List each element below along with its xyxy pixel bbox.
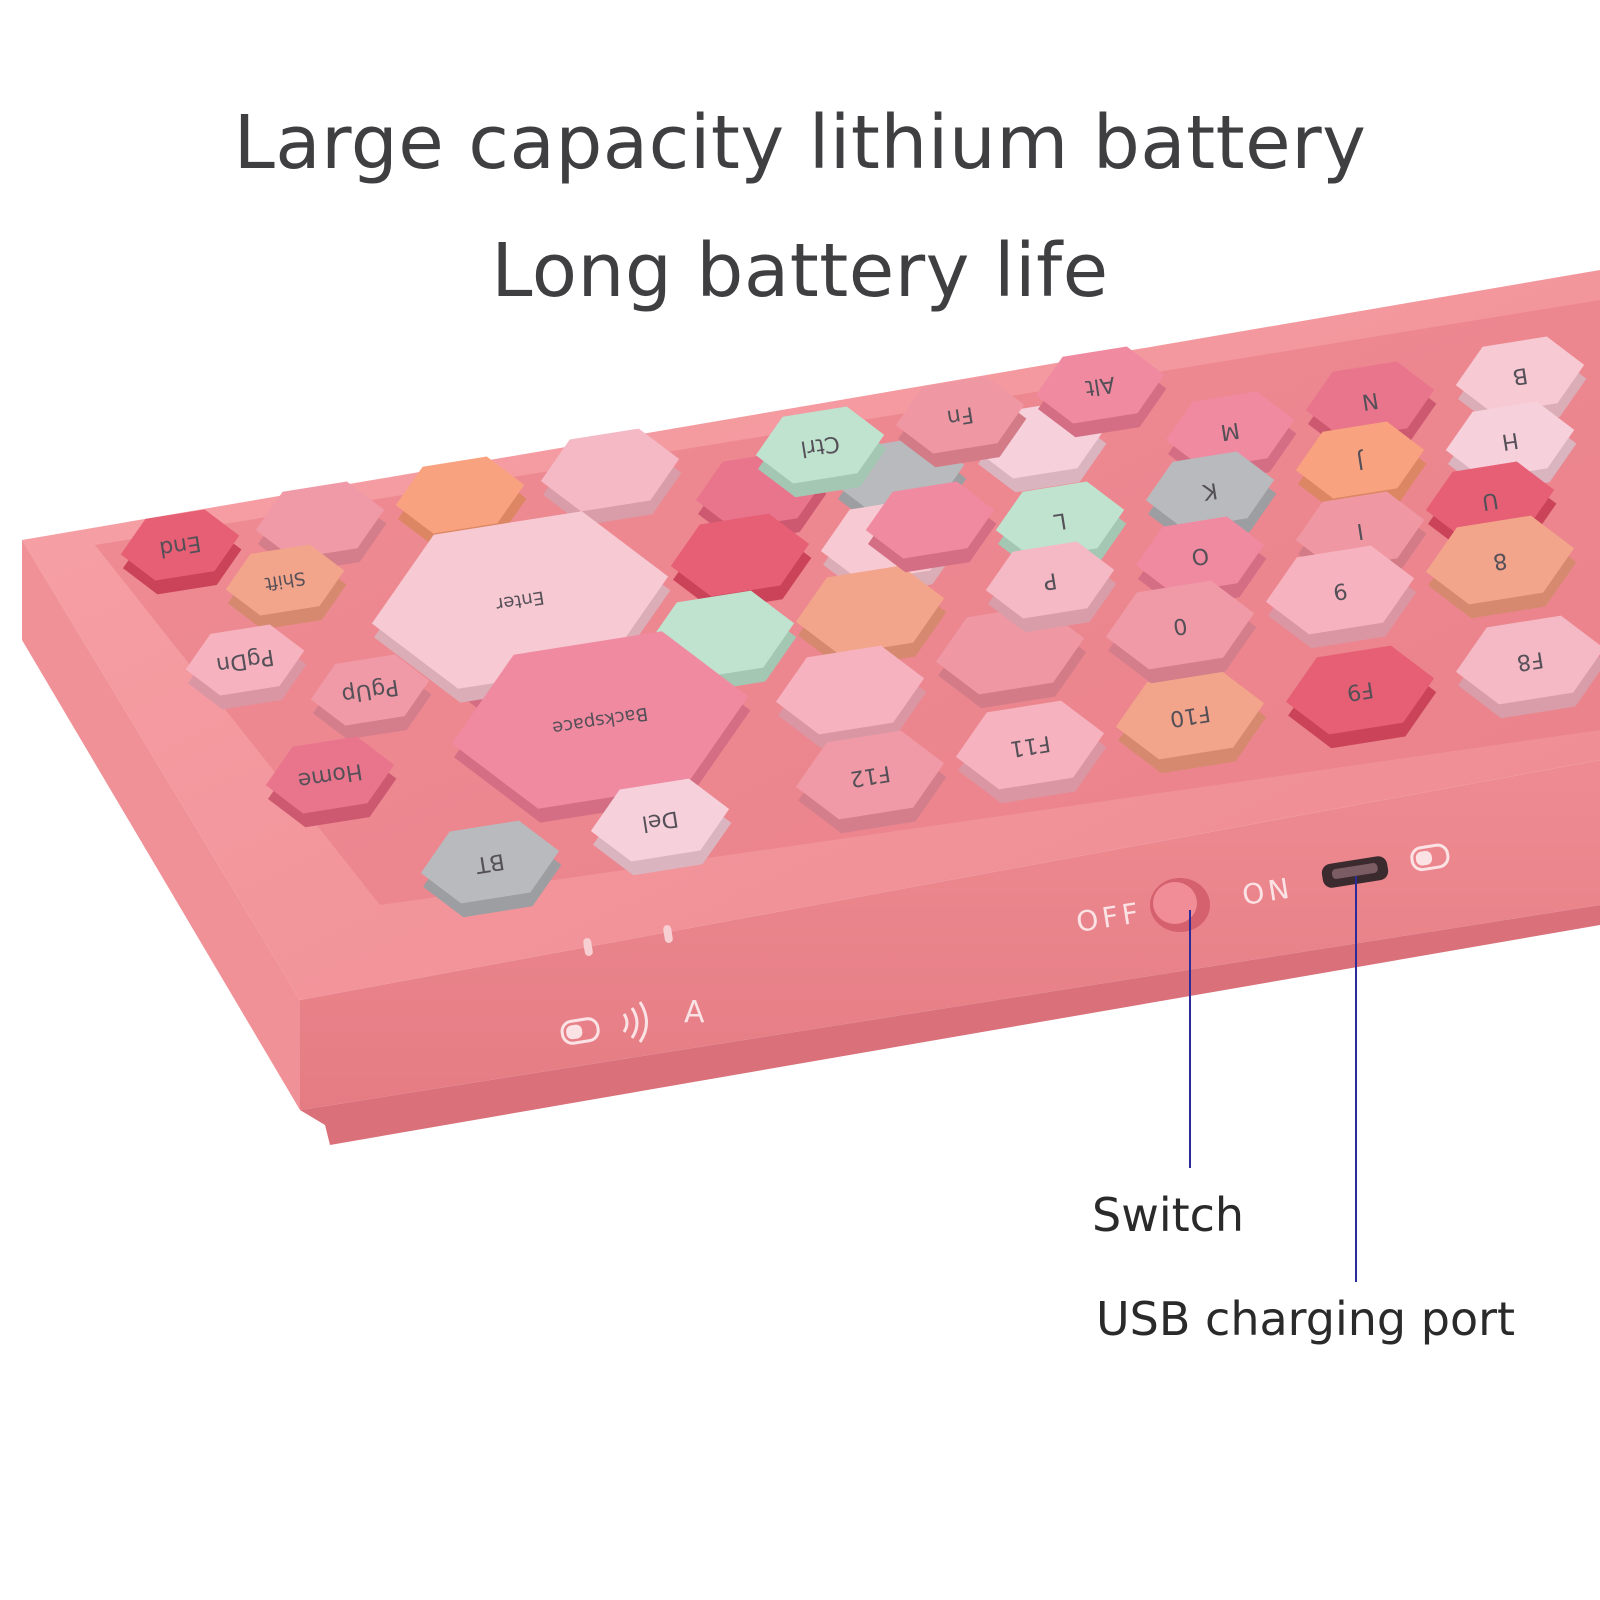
keycap-b[interactable]: B: [1451, 331, 1592, 432]
keycap-home[interactable]: Home: [261, 731, 402, 832]
keycap-backspace[interactable]: Backspace: [440, 619, 763, 834]
keycap-label: Alt: [1083, 371, 1117, 400]
keycap-f10[interactable]: F10: [1110, 665, 1273, 779]
keyboard-front-face: [300, 760, 1600, 1110]
keycap-ctrl[interactable]: Ctrl: [751, 401, 892, 502]
keycap-label: H: [1500, 427, 1520, 454]
keycap-label: F8: [1515, 646, 1545, 675]
keycap-f12[interactable]: F12: [790, 725, 953, 839]
keycap-label: F9: [1345, 676, 1375, 705]
keycap-bt[interactable]: BT: [415, 815, 567, 923]
keycap-f9[interactable]: F9: [1280, 640, 1443, 754]
power-switch-knob[interactable]: [1153, 882, 1197, 924]
keycap-0[interactable]: 0: [1100, 575, 1263, 689]
keycap-shift[interactable]: Shift: [221, 540, 351, 634]
headline-line-1: Large capacity lithium battery: [233, 100, 1367, 186]
side-controls: OFF ON A: [560, 843, 1450, 1045]
battery-icon: [560, 1017, 600, 1045]
wireless-signal-icon: [622, 1001, 648, 1043]
keycap-label: M: [1219, 417, 1242, 445]
keycap[interactable]: [665, 508, 817, 616]
keycap-j[interactable]: J: [1291, 416, 1432, 517]
keycap-label: K: [1200, 477, 1219, 504]
keycap-del[interactable]: Del: [585, 773, 737, 881]
keycap[interactable]: [790, 560, 953, 674]
keycap-f8[interactable]: F8: [1450, 610, 1600, 724]
keycap-p[interactable]: P: [981, 536, 1122, 637]
switch-callout-label: Switch: [1092, 1188, 1245, 1242]
keycap-label: B: [1511, 362, 1530, 389]
keycap-label: N: [1360, 387, 1380, 414]
keycap-label: Ctrl: [799, 430, 842, 461]
indicator-led: [583, 938, 593, 956]
channel-a-label: A: [684, 995, 705, 1030]
keycap-end[interactable]: End: [116, 505, 246, 599]
usb-callout-label: USB charging port: [1096, 1292, 1516, 1346]
headline-line-2: Long battery life: [491, 228, 1109, 314]
keycap-9[interactable]: 9: [1260, 540, 1423, 654]
keycap[interactable]: [770, 640, 933, 754]
keycaps-group: EndShiftPgDnPgUpHomeEnterBackspaceDelBTC…: [116, 331, 1600, 923]
keyboard-left-face: [22, 540, 300, 1110]
keycap-f11[interactable]: F11: [950, 695, 1113, 809]
keycap[interactable]: [535, 423, 687, 531]
keycap-label: 8: [1491, 547, 1509, 574]
indicator-led: [663, 925, 673, 943]
keycap-label: I: [1355, 518, 1365, 544]
keycap[interactable]: [861, 476, 1002, 577]
keyboard-bottom-lip: [300, 905, 1600, 1145]
keycap-label: BT: [473, 848, 506, 877]
keycap-k[interactable]: K: [1141, 446, 1282, 547]
keycap-label: 9: [1331, 577, 1349, 604]
battery-icon: [1410, 843, 1450, 872]
keycap-pgup[interactable]: PgUp: [306, 650, 436, 744]
keycap-label: U: [1480, 487, 1500, 514]
keycap-8[interactable]: 8: [1420, 510, 1583, 624]
keycap-label: 0: [1171, 612, 1189, 639]
keycap-alt[interactable]: Alt: [1031, 341, 1172, 442]
keycap-pgdn[interactable]: PgDn: [181, 620, 311, 714]
keycap-label: Fn: [945, 401, 975, 430]
switch-on-label: ON: [1240, 871, 1296, 912]
keycap-label: P: [1042, 567, 1059, 594]
keycap-fn[interactable]: Fn: [891, 371, 1032, 472]
keycap-label: L: [1051, 507, 1068, 534]
keycap-label: Del: [640, 805, 680, 835]
keycap-label: O: [1190, 542, 1211, 569]
usb-port-inner: [1331, 863, 1378, 879]
